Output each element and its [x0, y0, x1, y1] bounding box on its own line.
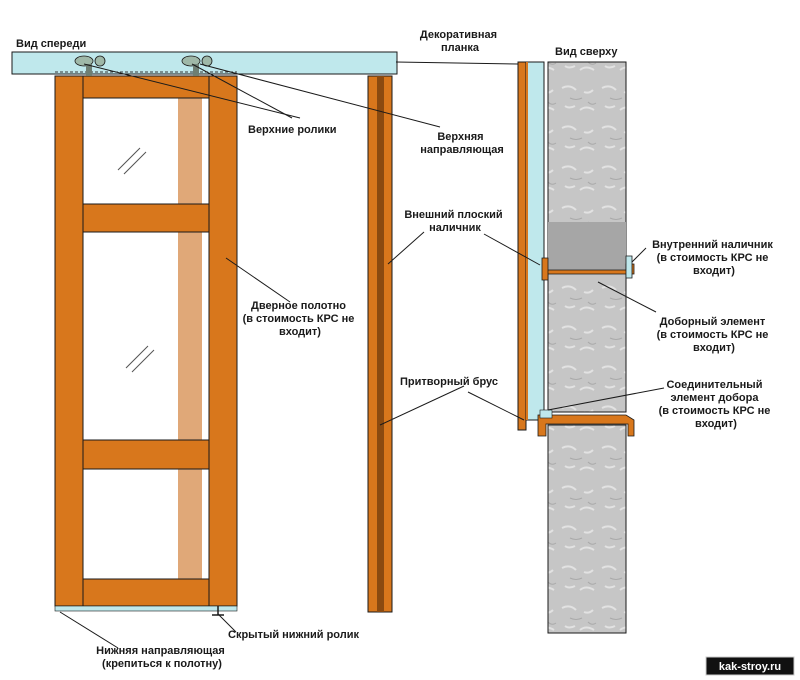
front-view-label: Вид спереди	[16, 38, 86, 50]
top-view	[517, 61, 635, 634]
door-leaf-top	[526, 61, 545, 421]
watermark-badge: kak-stroy.ru	[705, 656, 795, 676]
inner-casing-top	[625, 255, 633, 279]
labels: Вид спереди Вид сверху Декоративная план…	[16, 29, 776, 670]
extension-label: Доборный элемент (в стоимость КРС не вхо…	[657, 316, 772, 354]
bottom-guide	[54, 605, 238, 612]
connector-label: Соединительный элемент добора (в стоимос…	[659, 379, 774, 430]
top-roller-left	[74, 55, 106, 76]
bottom-rail-label: Нижняя направляющая (крепиться к полотну…	[96, 645, 228, 670]
wall-opening	[548, 222, 626, 270]
hidden-roller-label: Скрытый нижний ролик	[228, 629, 360, 641]
stop-bar-label: Притворный брус	[400, 376, 498, 388]
outer-casing-top	[517, 61, 527, 431]
wall-lower	[547, 424, 627, 634]
outer-casing-label: Внешний плоский наличник	[404, 209, 505, 234]
door-leaf	[54, 75, 238, 607]
hidden-bottom-roller	[212, 606, 224, 616]
watermark-text: kak-stroy.ru	[719, 661, 781, 673]
top-view-label: Вид сверху	[555, 46, 618, 58]
top-rollers-label: Верхние ролики	[248, 124, 337, 136]
decor-strip-label: Декоративная планка	[420, 29, 500, 54]
inner-casing-label: Внутренний наличник (в стоимость КРС не …	[652, 239, 776, 277]
stop-bar-front	[367, 75, 393, 613]
front-view	[11, 51, 398, 616]
door-leaf-label: Дверное полотно (в стоимость КРС не вход…	[243, 300, 358, 338]
top-roller-right	[181, 55, 213, 76]
connector-top	[537, 414, 635, 437]
top-rail-label: Верхняя направляющая	[420, 131, 504, 156]
leader-lines	[59, 61, 665, 649]
